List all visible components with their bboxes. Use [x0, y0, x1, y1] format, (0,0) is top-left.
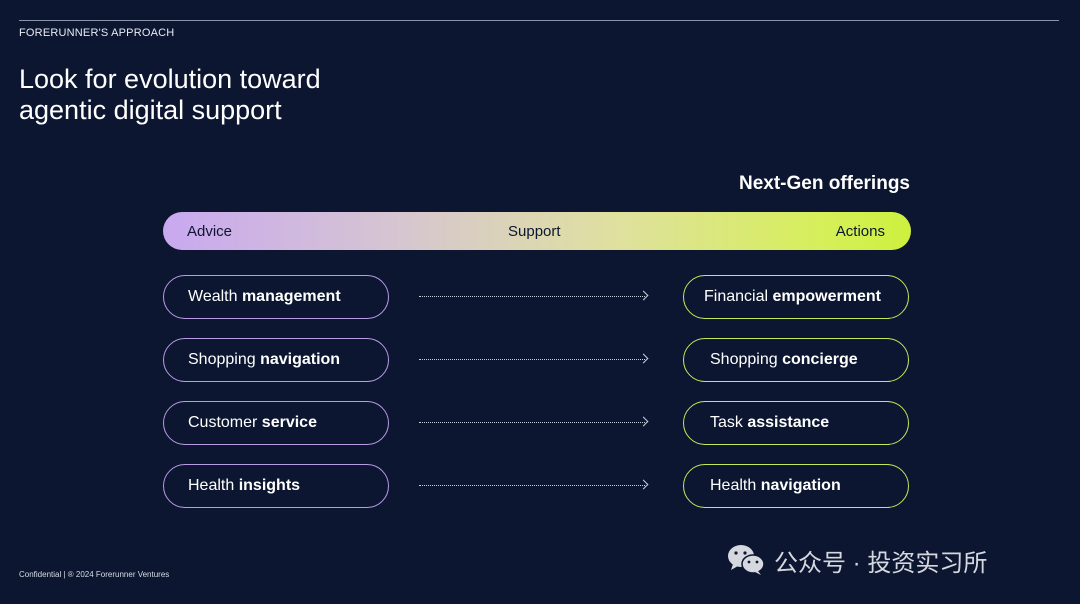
confidential-footer: Confidential | ® 2024 Forerunner Venture… [19, 570, 170, 579]
next-gen-offering-pill: Financial empowerment [683, 275, 909, 319]
evolution-row: Health insights Health navigation [163, 464, 911, 510]
wechat-icon [728, 545, 765, 575]
pill-bold-text: service [261, 414, 317, 431]
title-line-1: Look for evolution toward [19, 64, 321, 94]
current-offering-pill: Wealth management [163, 275, 389, 319]
current-offering-pill: Customer service [163, 401, 389, 445]
watermark-text: 公众号 · 投资实习所 [774, 549, 988, 577]
pill-bold-text: management [241, 288, 341, 305]
spectrum-label-actions: Actions [835, 223, 885, 240]
pill-bold-text: concierge [782, 351, 858, 368]
spectrum-label-advice: Advice [187, 223, 233, 240]
next-gen-heading: Next-Gen offerings [738, 173, 910, 194]
pill-bold-text: insights [238, 477, 301, 494]
top-divider [19, 20, 1059, 21]
page-title: Look for evolution toward agentic digita… [19, 64, 539, 126]
next-gen-offering-pill: Task assistance [683, 401, 909, 445]
pill-regular-text: Health [188, 477, 239, 494]
pill-bold-text: navigation [260, 351, 341, 368]
next-gen-offering-pill: Health navigation [683, 464, 909, 508]
pill-regular-text: Health [710, 477, 761, 494]
advice-to-actions-spectrum: Advice Support Actions [163, 212, 911, 250]
wechat-watermark: 公众号 · 投资实习所 [726, 542, 987, 578]
dotted-arrow-icon [419, 422, 645, 424]
pill-regular-text: Financial [704, 288, 773, 305]
pill-regular-text: Wealth [188, 288, 242, 305]
dotted-arrow-icon [419, 359, 645, 361]
pill-regular-text: Shopping [710, 351, 783, 368]
current-offering-pill: Health insights [163, 464, 389, 508]
evolution-row: Shopping navigation Shopping concierge [163, 338, 911, 384]
next-gen-offering-pill: Shopping concierge [683, 338, 909, 382]
evolution-row: Wealth management Financial empowerment [163, 275, 911, 321]
title-line-2: agentic digital support [19, 95, 282, 125]
pill-regular-text: Customer [188, 414, 262, 431]
spectrum-label-support: Support [508, 223, 561, 240]
pill-regular-text: Task [710, 414, 748, 431]
dotted-arrow-icon [419, 485, 645, 487]
pill-bold-text: navigation [760, 477, 841, 494]
current-offering-pill: Shopping navigation [163, 338, 389, 382]
section-label: FORERUNNER'S APPROACH [19, 27, 175, 39]
dotted-arrow-icon [419, 296, 645, 298]
pill-bold-text: assistance [747, 414, 830, 431]
pill-regular-text: Shopping [188, 351, 261, 368]
evolution-row: Customer service Task assistance [163, 401, 911, 447]
pill-bold-text: empowerment [772, 288, 881, 305]
